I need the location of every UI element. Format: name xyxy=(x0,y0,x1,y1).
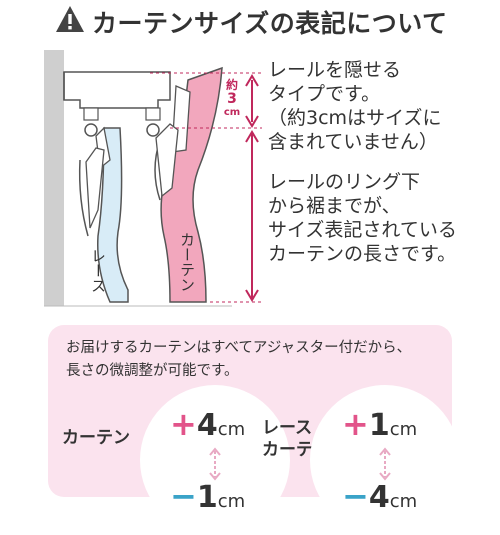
lace-label: レース xyxy=(89,248,107,293)
page-title: カーテンサイズの表記について xyxy=(92,9,448,38)
wall xyxy=(44,50,64,306)
note-rail-hidden: レールを隠せる タイプです。 （約3cmはサイズに 含まれていません） xyxy=(268,59,442,153)
gap-label: 約 3 cm xyxy=(221,78,243,120)
curtain-adjuster-label: カーテン xyxy=(62,428,130,448)
curtain-label: カーテン xyxy=(178,232,196,292)
lace-adjuster-circle: +1cm −4cm xyxy=(310,385,460,535)
lace-plus-value: +1cm xyxy=(342,405,418,443)
gap-label-prefix: 約 xyxy=(225,78,238,92)
lace-curtain xyxy=(97,127,129,303)
adjuster-panel: お届けするカーテンはすべてアジャスター付だから、 長さの微調整が可能です。 カー… xyxy=(48,325,460,535)
curtain-illustration xyxy=(44,50,262,307)
header: カーテンサイズの表記について xyxy=(0,0,500,40)
warning-icon xyxy=(56,6,84,32)
rail-cap xyxy=(63,71,171,109)
curtain-minus-value: −1cm xyxy=(170,477,246,515)
gap-label-number: 3 xyxy=(227,91,237,107)
gap-label-unit: cm xyxy=(223,107,241,118)
curtain-range-arrow xyxy=(209,447,221,481)
adjuster-description: お届けするカーテンはすべてアジャスター付だから、 長さの微調整が可能です。 xyxy=(66,340,412,379)
curtain-diagram: レース カーテン 約 3 cm レールを隠せる タイプです。 （約3cmはサイズ… xyxy=(0,40,500,320)
lace-minus-value: −4cm xyxy=(342,477,418,515)
lace-range-arrow xyxy=(379,447,391,481)
curtain-plus-value: +4cm xyxy=(170,405,246,443)
note-size-definition: レールのリング下 から裾までが、 サイズ表記されている カーテンの長さです。 xyxy=(268,171,457,265)
